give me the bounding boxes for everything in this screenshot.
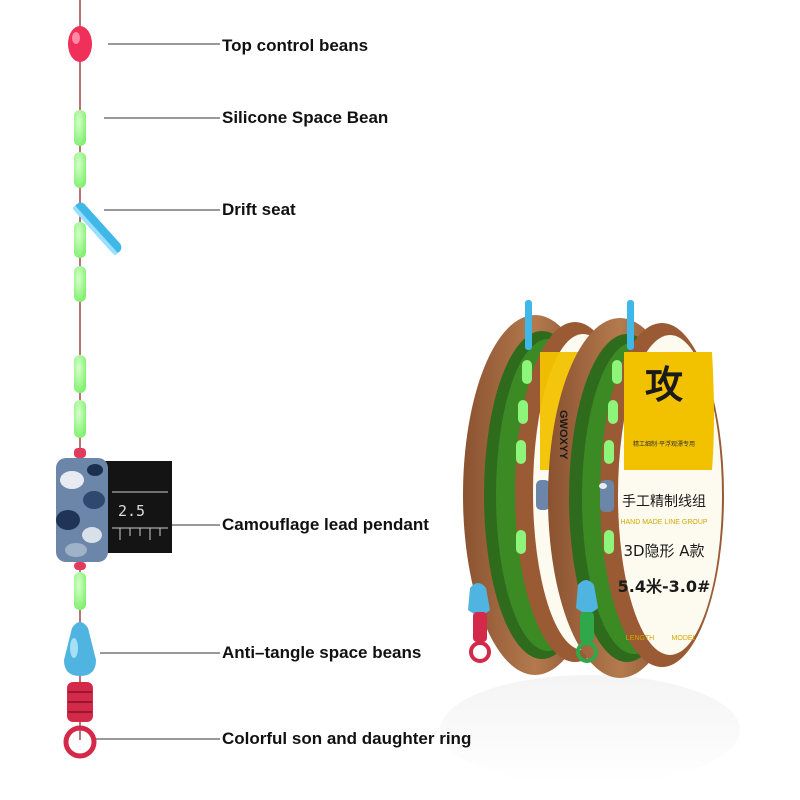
- spool-title-cn: 手工精制线组: [622, 494, 706, 510]
- anti-tangle-bean-highlight: [70, 638, 78, 658]
- top-control-bean-highlight: [72, 32, 80, 44]
- silicone-bean: [74, 266, 86, 302]
- spool-reflection: [440, 675, 740, 785]
- anti-tangle-bean: [64, 622, 96, 676]
- silicone-bean: [74, 152, 86, 188]
- silicone-bean: [74, 400, 86, 438]
- swivel-ring: [63, 682, 97, 759]
- silicone-bean: [74, 572, 86, 610]
- ruler-scale: [112, 491, 168, 540]
- spool-model-label: MODEL: [672, 635, 697, 642]
- drift-seat: [72, 202, 122, 255]
- silicone-bean: [74, 222, 86, 258]
- label-silicone-space-bean: Silicone Space Bean: [222, 108, 389, 127]
- ruler-reading: 2.5: [118, 502, 145, 520]
- camouflage-lead-pendant: [56, 448, 172, 570]
- label-camouflage-lead-pendant: Camouflage lead pendant: [222, 515, 429, 534]
- label-anti-tangle-beans: Anti–tangle space beans: [222, 643, 422, 662]
- spool-subtitle-en: HAND MADE LINE GROUP: [620, 519, 707, 526]
- spool-model: 3D隐形 A款: [623, 542, 704, 560]
- spool-small-cn: 精工细制·平浮观漂专用: [633, 440, 695, 448]
- spool-front: [516, 300, 724, 678]
- silicone-bean: [74, 110, 86, 146]
- silicone-bean: [74, 355, 86, 393]
- label-son-daughter-ring: Colorful son and daughter ring: [222, 729, 472, 748]
- spool-spec: 5.4米-3.0#: [618, 577, 711, 596]
- label-drift-seat: Drift seat: [222, 200, 296, 219]
- spool-brand: GWOXYY: [557, 410, 569, 460]
- top-control-bean: [68, 26, 92, 62]
- spool-length-label: LENGTH: [626, 635, 654, 642]
- label-top-control-beans: Top control beans: [222, 36, 369, 55]
- spool-big-char: 攻: [645, 363, 683, 407]
